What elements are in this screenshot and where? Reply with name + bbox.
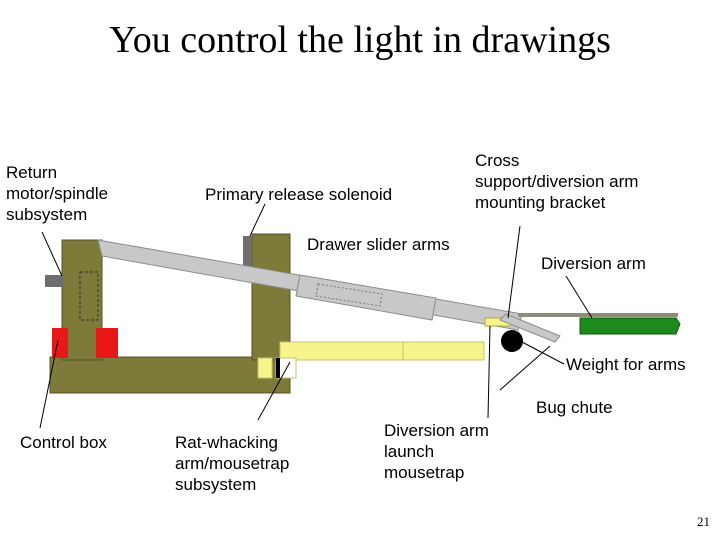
leader-diversion-launch	[487, 325, 491, 419]
leader-cross-support	[507, 225, 521, 319]
label-rat-whacking: Rat-whacking arm/mousetrap subsystem	[175, 433, 290, 494]
primary-release-solenoid	[243, 236, 252, 266]
leader-return-motor	[41, 231, 63, 277]
frame-base	[49, 356, 291, 394]
label-diversion-arm: Diversion arm	[541, 254, 646, 273]
label-primary-solenoid: Primary release solenoid	[205, 185, 393, 204]
leader-lines	[39, 203, 593, 429]
label-cross-support: Cross support/diversion arm mounting bra…	[475, 151, 639, 212]
control-box-right	[96, 328, 118, 358]
label-weight-for-arms: Weight for arms	[566, 355, 686, 374]
mousetrap-yellow-base	[257, 357, 273, 379]
leader-bug-chute	[499, 345, 551, 391]
leader-weight	[521, 341, 565, 365]
leader-diversion-arm	[565, 275, 593, 319]
control-box-left	[52, 328, 68, 358]
leader-control-box	[39, 339, 59, 429]
frame-right-upright	[251, 233, 291, 361]
slide-title: You control the light in drawings	[109, 19, 611, 61]
rat-whacking-mousetrap	[279, 341, 485, 361]
page-number: 21	[697, 514, 710, 529]
label-return-motor: Return motor/spindle subsystem	[6, 163, 109, 224]
motor-spindle-box	[79, 271, 99, 321]
label-diversion-launch: Diversion arm launch mousetrap	[384, 421, 489, 482]
drawer-slider-inner	[295, 274, 437, 321]
label-drawer-slider: Drawer slider arms	[307, 235, 450, 254]
weight-for-arms	[501, 330, 523, 352]
leader-primary-solenoid	[249, 203, 266, 237]
label-bug-chute: Bug chute	[536, 398, 613, 417]
drawer-slider-dashed	[315, 283, 383, 307]
label-control-box: Control box	[20, 433, 107, 452]
frame-left-upright	[61, 239, 103, 361]
bug-chute	[499, 313, 561, 343]
diversion-arm-rail	[518, 313, 678, 317]
mousetrap-trigger	[276, 358, 280, 378]
return-motor	[45, 275, 63, 287]
diversion-arm	[579, 317, 681, 335]
leader-rat-whacking	[257, 361, 291, 421]
